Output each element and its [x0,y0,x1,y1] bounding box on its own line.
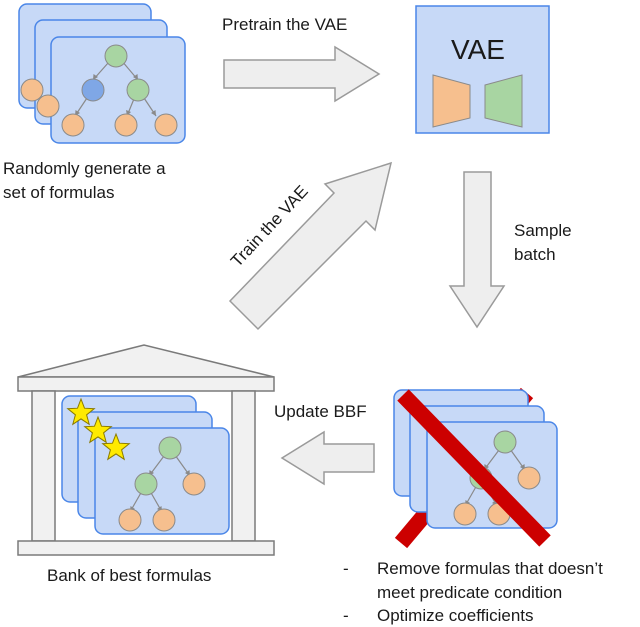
update-arrow [280,430,375,486]
sample-label-line2: batch [514,245,556,264]
bullet-marker: - [343,606,349,625]
update-label: Update BBF [274,402,367,421]
bullet-marker: - [343,559,349,578]
star-icon [83,415,113,444]
star-icon [66,397,96,426]
temple-pillar-left [31,390,56,542]
temple-roof [17,344,275,378]
encoder-trapezoid [432,74,471,128]
cross-mark-line [397,389,551,547]
pretrain-label: Pretrain the VAE [222,15,347,34]
bullet-remove-line2: meet predicate condition [377,583,562,602]
formula-bank [17,344,275,556]
formula-tree [20,44,178,137]
bank-card-front [94,427,230,535]
formula-card-front [50,36,186,144]
sampled-batch [393,387,558,549]
generate-label-line1: Randomly generate a [3,159,166,178]
vae-title: VAE [451,34,505,65]
temple-beam [17,376,275,392]
bullet-optimize: Optimize coefficients [377,606,534,625]
bullet-remove-line1: Remove formulas that doesn’t [377,559,603,578]
star-icon [101,432,131,461]
vae-block: VAE [415,5,550,134]
sample-label-line1: Sample [514,221,572,240]
random-formulas-stack [18,3,186,144]
sample-arrow [448,171,506,329]
train-arrow [228,161,393,331]
pretrain-arrow [223,45,381,103]
temple-base [17,540,275,556]
decoder-trapezoid [484,74,523,128]
bank-label: Bank of best formulas [47,566,211,585]
temple-pillar-right [231,390,256,542]
generate-label-line2: set of formulas [3,183,115,202]
